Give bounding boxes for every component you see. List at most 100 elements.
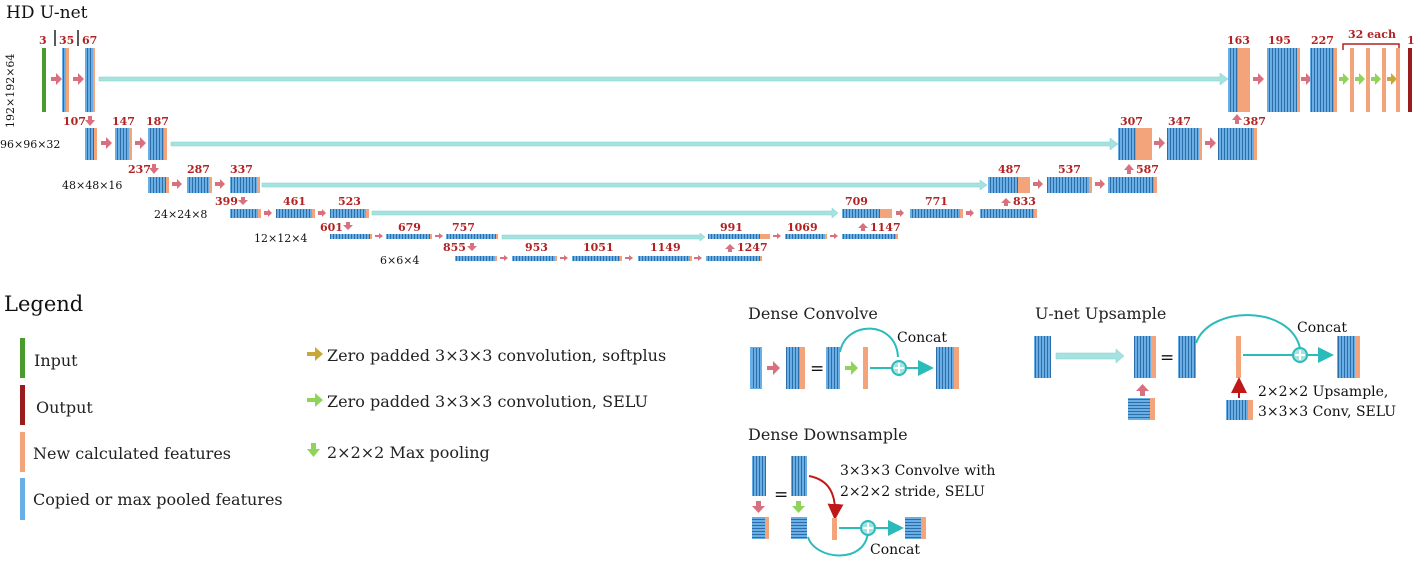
dense-convolve-output-block: [786, 347, 805, 389]
upsample-arrow: [858, 223, 868, 231]
block-195: [1267, 48, 1300, 112]
count-771: 771: [925, 195, 948, 208]
block-237: [148, 177, 169, 193]
count-833: 833: [1013, 195, 1036, 208]
block-855: [455, 256, 497, 261]
skip-connection-level1: [170, 137, 1119, 151]
block-1149: [638, 256, 692, 261]
maxpool-arrow: [792, 501, 805, 513]
new-feature-block: [1366, 48, 1370, 112]
legend-copied-label: Copied or max pooled features: [33, 490, 283, 509]
legend-copied-swatch: [20, 478, 25, 520]
block-537: [1047, 177, 1092, 193]
maxpool-arrow-icon: [307, 443, 320, 457]
count-387: 387: [1243, 115, 1266, 128]
block-991: [708, 234, 770, 239]
block-587: [1108, 177, 1157, 193]
output-block: [1408, 48, 1412, 112]
block-287: [187, 177, 212, 193]
legend-maxpool-label: 2×2×2 Max pooling: [327, 443, 490, 462]
count-1: 1: [1407, 34, 1415, 47]
selu-arrow: [1339, 73, 1349, 85]
upsample-result-block: [1337, 336, 1360, 378]
legend-input-swatch: [20, 338, 25, 378]
block-227: [1310, 48, 1337, 112]
count-107: 107: [63, 115, 86, 128]
count-1247: 1247: [737, 241, 768, 254]
dim-label-level0: 192×192×64: [4, 54, 17, 128]
maxpool-arrow: [149, 164, 159, 174]
upsample-arrow: [1001, 198, 1011, 206]
downsample-note-line2: 2×2×2 stride, SELU: [840, 484, 985, 500]
concat-plus: [863, 523, 873, 533]
new-feature-block: [1236, 336, 1241, 378]
concat-skip-curve: [839, 327, 899, 358]
count-347: 347: [1168, 115, 1191, 128]
legend-selu-label: Zero padded 3×3×3 convolution, SELU: [327, 392, 648, 411]
count-399: 399: [215, 195, 238, 208]
block-523: [330, 209, 369, 218]
conv-arrow: [1301, 73, 1312, 85]
dim-label-level5: 6×6×4: [380, 254, 419, 267]
new-feature-block: [1396, 48, 1400, 112]
count-287: 287: [187, 163, 210, 176]
downsample-stack-block: [791, 456, 807, 496]
count-1069: 1069: [787, 221, 818, 234]
skip-connection-level0: [98, 72, 1229, 86]
dense-convolve-result-block: [936, 347, 959, 389]
conv-arrow: [1154, 137, 1165, 149]
conv-arrow: [625, 255, 633, 261]
selu-arrow: [845, 361, 858, 375]
count-187: 187: [146, 115, 169, 128]
count-679: 679: [398, 221, 421, 234]
block-1051: [572, 256, 622, 261]
maxpool-arrow: [238, 197, 248, 205]
skip-connection: [1055, 348, 1125, 364]
maxpool-arrow: [343, 222, 353, 230]
count-163: 163: [1227, 34, 1250, 47]
count-307: 307: [1120, 115, 1143, 128]
selu-arrow: [1355, 73, 1365, 85]
upsample-arrow: [725, 244, 735, 252]
block-399: [230, 209, 261, 218]
count-757: 757: [452, 221, 475, 234]
conv-arrow: [966, 209, 974, 217]
concat-plus: [894, 363, 904, 373]
selu-arrow-icon: [307, 393, 323, 407]
unet-upsample-heading: U-net Upsample: [1035, 304, 1166, 323]
conv-arrow: [318, 209, 326, 217]
count-1149: 1149: [650, 241, 681, 254]
dim-label-level3: 24×24×8: [154, 208, 207, 221]
legend-input-label: Input: [34, 351, 78, 370]
new-feature-block: [863, 347, 868, 389]
conv-arrow: [1253, 73, 1264, 85]
block-107: [85, 128, 97, 160]
conv-arrow: [830, 233, 838, 239]
maxpool-arrow: [85, 116, 95, 126]
new-feature-block: [1382, 48, 1386, 112]
count-461: 461: [283, 195, 306, 208]
legend-heading: Legend: [4, 292, 83, 316]
conv-arrow: [264, 209, 272, 217]
conv-arrow: [135, 137, 146, 149]
conv-arrow: [215, 179, 225, 189]
block-337: [230, 177, 260, 193]
count-855: 855: [443, 241, 466, 254]
count-337: 337: [230, 163, 253, 176]
count-601: 601: [320, 221, 343, 234]
concat-label: Concat: [897, 330, 947, 346]
dense-convolve-stack: [826, 347, 840, 389]
conv-arrow: [1033, 179, 1043, 189]
conv-arrow: [1205, 137, 1216, 149]
count-195: 195: [1268, 34, 1291, 47]
upsample-arrow: [1232, 114, 1242, 124]
diagram-title: HD U-net: [6, 3, 88, 23]
downsample-note-line1: 3×3×3 Convolve with: [840, 463, 995, 479]
upsample-skip-block: [1178, 336, 1196, 378]
conv-arrow: [1095, 179, 1105, 189]
legend-new-label: New calculated features: [33, 444, 231, 463]
block-163: [1228, 48, 1250, 112]
downsample-small-block: [791, 517, 807, 539]
dense-convolve-heading: Dense Convolve: [748, 304, 878, 323]
